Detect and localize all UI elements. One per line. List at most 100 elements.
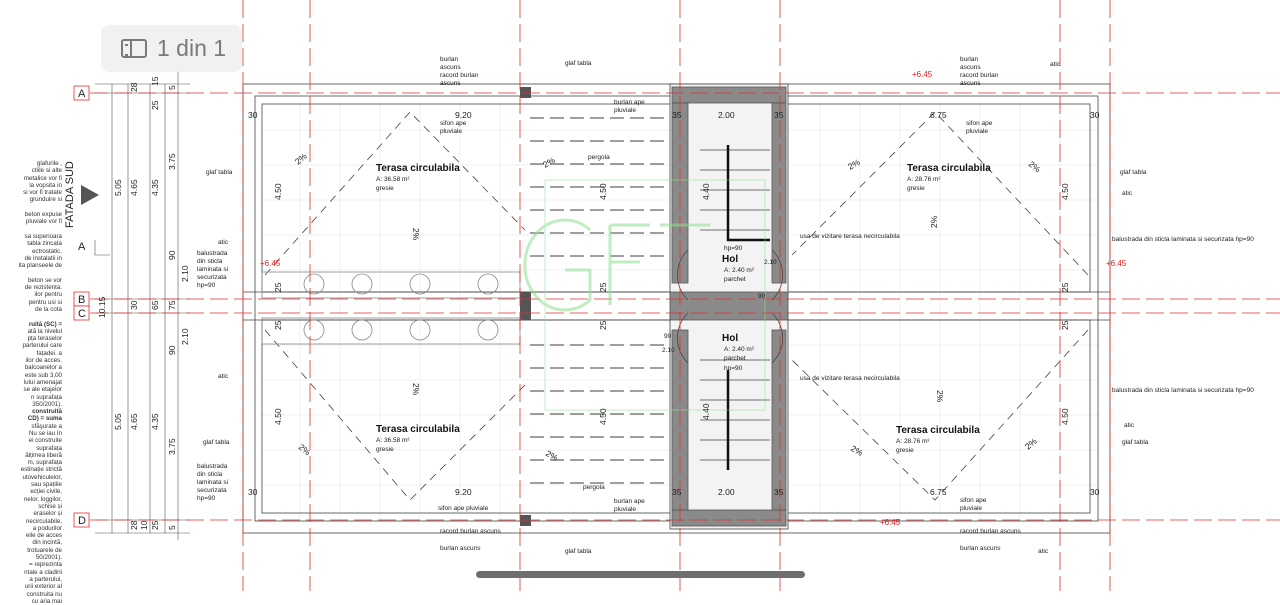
annotation: balustrada [197, 250, 228, 257]
dimension: 2.10 [180, 265, 190, 282]
note-line [0, 204, 62, 211]
dimension: 5.05 [113, 413, 123, 430]
note-line: eile de acces [25, 532, 62, 540]
annotation: usa de vizitare terasa necirculabila [800, 375, 900, 382]
room-finish: gresie [376, 185, 394, 192]
level-mark: +6.45 [880, 518, 901, 527]
note-line: cu aria mai [31, 597, 62, 605]
room-name: Terasa circulabila [376, 163, 460, 174]
level-mark: +6.45 [1106, 259, 1127, 268]
dimension: 4.35 [150, 413, 160, 430]
dimension: 2.00 [718, 110, 735, 120]
annotation: pluviale [966, 128, 988, 135]
dimension: 5.05 [113, 179, 123, 196]
axis-a: A [78, 88, 86, 100]
note-line: ilor pentru [34, 291, 62, 299]
dimension: 90 [167, 345, 177, 355]
annotation: glaf tabla [1122, 439, 1149, 446]
stair-core [669, 83, 789, 530]
dimension: 25 [598, 320, 608, 330]
annotation: pluviale [614, 506, 636, 513]
dimension: 65 [150, 300, 160, 310]
pergola [530, 117, 670, 484]
note-line: CD) = suma [27, 415, 62, 423]
axis-lines [90, 0, 1280, 591]
room-finish: parchet [724, 276, 746, 283]
annotation: glaf tabla [565, 60, 592, 67]
dimension: 4.50 [598, 183, 608, 200]
note-line: Nu se iau în [28, 429, 62, 437]
annotation: sifon ape [440, 120, 467, 127]
annotation: burlan ape [614, 498, 645, 505]
note-line: lului amenajat [23, 378, 62, 386]
note-line: a parterului, [29, 575, 62, 583]
dimension: 4.65 [129, 179, 139, 196]
annotation: burlan ascuns [960, 545, 1001, 552]
facade-label: FATADA SUD [64, 161, 76, 228]
axis-d: D [78, 515, 86, 527]
dimension: 35 [774, 110, 784, 120]
axis-b: B [78, 294, 85, 306]
dimension: 4.50 [273, 183, 283, 200]
note-line: urii exterior al [24, 583, 62, 591]
note-line: fațadei. a [36, 349, 62, 357]
annotation: hp=90 [197, 495, 216, 502]
note-line: sau spațiile [31, 481, 62, 489]
annotation: usa de vizitare terasa necirculabila [800, 233, 900, 240]
note-line: ecției civile, [30, 488, 62, 496]
dimension: 3.75 [167, 438, 177, 455]
slope-mark: 2% [293, 151, 309, 167]
annotation: ascuns [960, 64, 981, 71]
room-finish: gresie [896, 447, 914, 454]
annotation: pluviale [614, 107, 636, 114]
note-line: ntale a cladirii [24, 568, 62, 576]
dimension: 2.10 [662, 347, 675, 354]
annotation: glaf tabla [206, 169, 233, 176]
note-line: 350/2001). [32, 400, 62, 408]
dimension: 30 [248, 110, 258, 120]
note-line: ectrostatic. [32, 247, 62, 255]
dimension: 90 [167, 250, 177, 260]
room-name: Hol [722, 254, 738, 265]
annotation: burlan [960, 56, 978, 63]
note-line: schise și [38, 502, 62, 510]
page-count: 1 din 1 [157, 35, 227, 61]
note-line: 50/2001). [35, 554, 62, 562]
dimension: 25 [150, 520, 160, 530]
annotation: atic [218, 373, 229, 380]
annotation: glaf tabla [203, 439, 230, 446]
room-finish: parchet [724, 355, 746, 362]
note-line: necirculabile, [25, 517, 62, 525]
dimension: 2.00 [718, 487, 735, 497]
dimension: 25 [1060, 320, 1070, 330]
note-line: si vor fi tratate [23, 189, 62, 197]
dimension: 35 [672, 487, 682, 497]
room-area: A: 36.58 m² [376, 437, 410, 444]
note-line: pentru usi si [28, 298, 62, 306]
annotation: atic [1050, 61, 1061, 68]
annotation: ascuns [440, 64, 461, 71]
note-line: suprafața [36, 444, 62, 452]
horizontal-scrollbar[interactable] [476, 571, 805, 578]
dimension: 9.20 [455, 110, 472, 120]
annotation: balustrada din sticla laminata si securi… [1112, 387, 1254, 394]
annotation: sifon ape [960, 497, 987, 504]
room-finish: gresie [376, 446, 394, 453]
dimension: 5 [167, 85, 177, 90]
axis-c: C [78, 308, 86, 320]
dimension: 15 [150, 76, 160, 86]
level-mark: +6.45 [260, 259, 281, 268]
annotation: din sticla [197, 471, 223, 478]
annotation: racord burlan ascuns [960, 528, 1021, 535]
dimension: 75 [167, 300, 177, 310]
page-indicator[interactable]: 1 din 1 [101, 25, 242, 72]
annotation: sifon ape pluviale [438, 505, 489, 512]
dimension: 6.75 [930, 110, 947, 120]
dimension: 9.20 [455, 487, 472, 497]
room-area: A: 28.76 m² [907, 176, 941, 183]
room-area: A: 2.40 m² [724, 267, 755, 274]
annotation: laminata si [197, 479, 228, 486]
dimension: 90 [758, 293, 766, 300]
